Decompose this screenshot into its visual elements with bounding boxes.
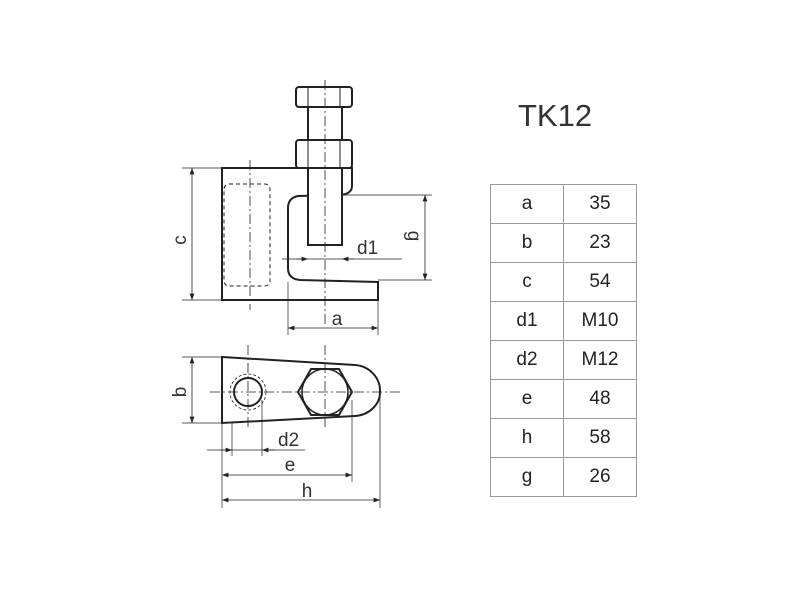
- dim-label-b: b: [170, 387, 191, 398]
- dim-name: h: [490, 418, 564, 458]
- inner-recess: [223, 183, 271, 287]
- dim-name: g: [490, 457, 564, 497]
- hex-nut: [296, 368, 354, 416]
- dim-value: 58: [563, 418, 637, 458]
- dim-value: 26: [563, 457, 637, 497]
- dim-name: c: [490, 262, 564, 302]
- dim-label-e: e: [285, 455, 296, 476]
- dim-label-d2: d2: [278, 430, 299, 451]
- dim-value: 23: [563, 223, 637, 263]
- dim-name: e: [490, 379, 564, 419]
- clamp-outline: [221, 355, 382, 425]
- dim-label-g: g: [403, 231, 424, 242]
- clamp-body: [221, 167, 379, 301]
- dim-value: 54: [563, 262, 637, 302]
- dim-value: 48: [563, 379, 637, 419]
- dim-value: M10: [563, 301, 637, 341]
- product-title: TK12: [518, 98, 593, 133]
- nut: [295, 139, 353, 169]
- dim-label-c: c: [170, 235, 191, 245]
- dim-label-a: a: [332, 309, 343, 330]
- dim-name: a: [490, 184, 564, 224]
- dim-label-d1: d1: [357, 238, 378, 259]
- dim-name: d2: [490, 340, 564, 380]
- dim-value: M12: [563, 340, 637, 380]
- dim-label-h: h: [302, 481, 313, 502]
- top-view: [182, 345, 402, 508]
- dim-name: d1: [490, 301, 564, 341]
- bolt-head: [295, 86, 353, 108]
- side-view: [182, 80, 432, 335]
- dim-name: b: [490, 223, 564, 263]
- dim-value: 35: [563, 184, 637, 224]
